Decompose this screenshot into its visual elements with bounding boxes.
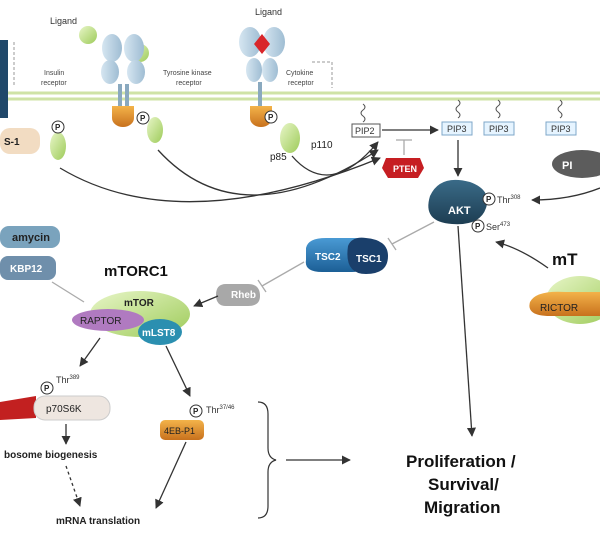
pip3-node-a: PIP3 bbox=[441, 99, 473, 136]
ribosome-to-mrna-edge bbox=[65, 465, 82, 507]
pip2-label: PIP2 bbox=[355, 126, 375, 136]
tyrosine-receptor-label-2: receptor bbox=[176, 80, 202, 87]
tyrosine-receptor-label-1: Tyrosine kinase bbox=[163, 70, 212, 77]
mtorc1-title: mTORC1 bbox=[104, 263, 168, 280]
rapamycin-inhibition bbox=[51, 281, 85, 303]
pdk1-to-akt-edge bbox=[531, 187, 600, 205]
mrna-translation-label: mRNA translation bbox=[56, 516, 140, 527]
pten-node bbox=[382, 158, 424, 178]
fkbp12-label: KBP12 bbox=[10, 264, 43, 275]
akt-node bbox=[428, 179, 488, 225]
fkbp12-node bbox=[0, 256, 56, 280]
irs1-node bbox=[0, 128, 40, 154]
cytokine-receptor bbox=[239, 27, 285, 127]
ligand-right-label: Ligand bbox=[255, 7, 282, 17]
cell-membrane bbox=[0, 40, 600, 118]
tsc1-label: TSC1 bbox=[356, 254, 382, 265]
pip3-b-label: PIP3 bbox=[489, 124, 509, 134]
mlst8-node bbox=[138, 319, 182, 345]
4ebp1-label: 4EB-P1 bbox=[164, 426, 195, 436]
outcome-brace bbox=[257, 401, 277, 519]
rheb-to-mtorc1-edge bbox=[193, 295, 219, 308]
thr389-label: Thr389 bbox=[56, 375, 80, 385]
pten-label: PTEN bbox=[393, 164, 417, 174]
irs1-to-pip2-edge bbox=[59, 156, 381, 203]
ser473-label: Ser473 bbox=[486, 222, 511, 232]
irs1-phospho-icon bbox=[51, 120, 65, 134]
membrane-receptor-partial bbox=[0, 40, 8, 118]
pi3k-to-pip2-edge bbox=[291, 141, 379, 176]
raptor-label: RAPTOR bbox=[80, 316, 122, 327]
p70s6k-kinase-domain bbox=[0, 396, 36, 420]
pip3-a-label: PIP3 bbox=[447, 124, 467, 134]
cytokine-phospho-label: P bbox=[268, 113, 274, 122]
rheb-label: Rheb bbox=[231, 290, 256, 301]
cytokine-receptor-bracket bbox=[312, 61, 333, 88]
irs1-p85-blob bbox=[50, 132, 66, 160]
rictor-node bbox=[529, 291, 600, 316]
tsc2-label: TSC2 bbox=[315, 252, 341, 263]
cytokine-receptor-label-2: receptor bbox=[288, 80, 314, 87]
thr308-label: Thr308 bbox=[497, 195, 521, 205]
receptor-p85-blob bbox=[147, 117, 163, 143]
4ebp1-to-mrna-edge bbox=[155, 441, 187, 509]
cytokine-receptor-label-1: Cytokine bbox=[286, 70, 313, 77]
receptor-to-pip2-edge bbox=[157, 149, 379, 196]
tsc1-node bbox=[347, 237, 388, 274]
cytokine-phospho-icon bbox=[264, 110, 278, 124]
pip3-c-label: PIP3 bbox=[551, 124, 571, 134]
akt-thr-phospho-icon bbox=[482, 192, 496, 206]
akt-to-outcome-edge bbox=[457, 225, 476, 437]
p70s6k-node bbox=[33, 395, 111, 421]
p70-phospho-icon bbox=[40, 381, 54, 395]
mlst8-label: mLST8 bbox=[142, 328, 176, 339]
akt-ser-phospho-label: P bbox=[475, 222, 481, 231]
raptor-node bbox=[72, 309, 144, 331]
rheb-node bbox=[216, 284, 260, 306]
tyrosine-kinase-receptor bbox=[101, 34, 145, 127]
ligand-left-icon bbox=[79, 26, 97, 44]
4ebp1-node bbox=[160, 420, 204, 440]
mtorc1-to-4ebp1-edge bbox=[165, 345, 191, 397]
mtor-label: mTOR bbox=[124, 298, 155, 309]
4ebp1-phospho-icon bbox=[189, 404, 203, 418]
outcome-line-3: Migration bbox=[424, 498, 501, 517]
mtorc1-to-p70s6k-edge bbox=[79, 337, 101, 367]
receptor-phospho-icon bbox=[136, 111, 150, 125]
pip3-node-c: PIP3 bbox=[545, 99, 577, 136]
akt-inhibits-tsc-edge bbox=[391, 221, 435, 245]
thr3746-label: Thr37/46 bbox=[206, 405, 235, 415]
p70s6k-label: p70S6K bbox=[46, 404, 82, 415]
ribosome-biogenesis-label: bosome biogenesis bbox=[4, 450, 98, 461]
pdk1-node-partial bbox=[552, 150, 600, 178]
4ebp1-phospho-label: P bbox=[193, 407, 199, 416]
akt-ser-phospho-icon bbox=[471, 219, 485, 233]
outcome-line-2: Survival/ bbox=[428, 475, 499, 494]
pip3-node-b: PIP3 bbox=[483, 99, 515, 136]
tsc-inhibits-rheb-bar bbox=[257, 279, 267, 293]
akt-inhibits-tsc-bar bbox=[387, 237, 397, 251]
irs1-label: S-1 bbox=[4, 137, 20, 148]
akt-label: AKT bbox=[448, 205, 471, 217]
mtorc2-partial-label: mT bbox=[552, 250, 578, 269]
p85-label: p85 bbox=[270, 152, 287, 163]
akt-thr-phospho-label: P bbox=[486, 195, 492, 204]
outcome-line-1: Proliferation / bbox=[406, 452, 516, 471]
pi3k-p85-node bbox=[280, 123, 300, 153]
rictor-label: RICTOR bbox=[540, 303, 578, 314]
rapamycin-label: amycin bbox=[12, 232, 50, 244]
p70-phospho-label: P bbox=[44, 384, 50, 393]
insulin-receptor-label-1: Insulin bbox=[44, 70, 64, 77]
irs1-phospho-label: P bbox=[55, 123, 61, 132]
ligand-left-label: Ligand bbox=[50, 16, 77, 26]
rapamycin-node bbox=[0, 226, 60, 248]
p110-label: p110 bbox=[311, 140, 333, 151]
tsc-inhibits-rheb-edge bbox=[261, 261, 305, 287]
pip2-node: PIP2 bbox=[351, 103, 381, 138]
mtorc2-to-akt-edge bbox=[495, 239, 549, 269]
receptor-phospho-label: P bbox=[140, 114, 146, 123]
pdk1-partial-label: PI bbox=[562, 160, 572, 172]
insulin-receptor-label-2: receptor bbox=[41, 80, 67, 87]
